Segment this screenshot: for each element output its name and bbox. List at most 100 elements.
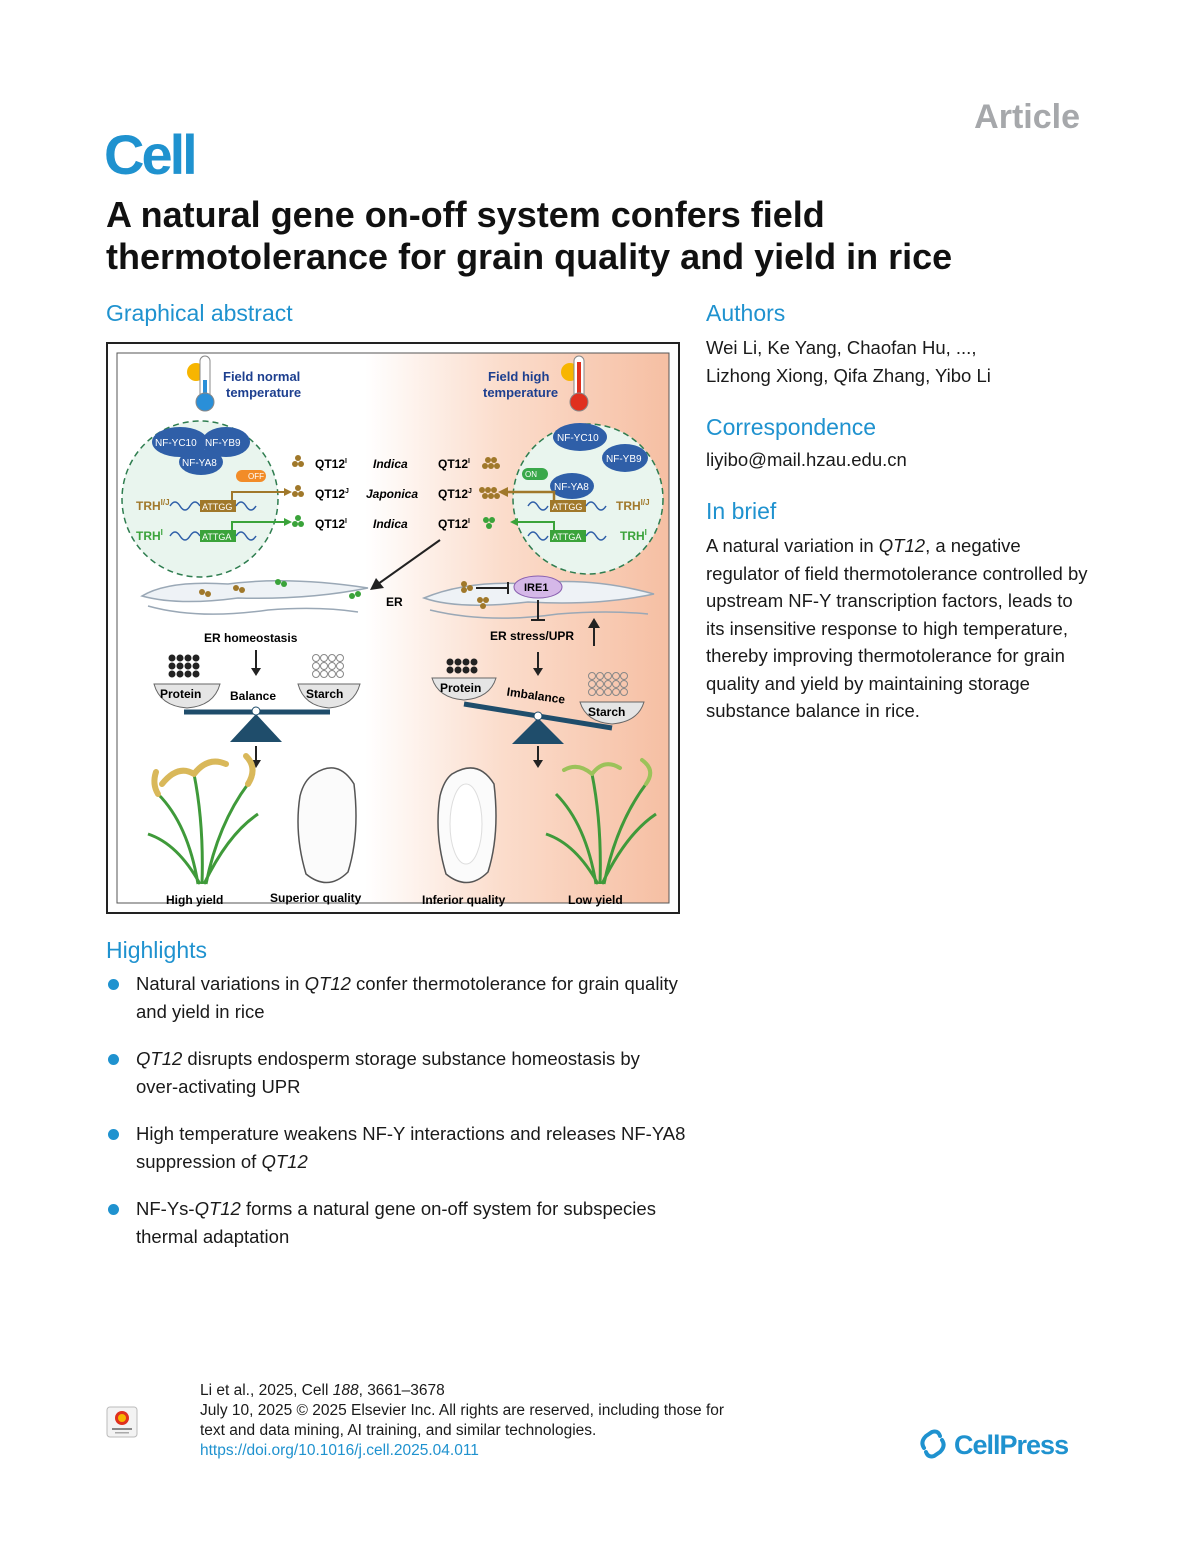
er-label: ER [386, 595, 403, 609]
bullet-dot-icon [108, 1204, 119, 1215]
left-condition-line2: temperature [226, 385, 301, 400]
off-switch-icon [236, 470, 266, 482]
attgg-left-box [200, 500, 236, 512]
sun-hot-thermometer-icon [561, 355, 589, 412]
svg-text:Starch: Starch [588, 705, 625, 719]
nf-yc10-right-label: NF-YC10 [557, 433, 599, 444]
ire1-label: IRE1 [524, 582, 548, 594]
citation-prefix: Li et al., 2025, Cell [200, 1382, 333, 1399]
in-brief-text-start: A natural variation in [706, 535, 879, 556]
left-condition-line1: Field normal [223, 369, 300, 384]
check-for-updates-icon [106, 1406, 138, 1438]
on-label: ON [525, 470, 537, 479]
citation-pages: , 3661–3678 [358, 1382, 445, 1399]
rice-plant-low-yield-icon [545, 758, 657, 885]
in-brief-gene: QT12 [878, 535, 926, 556]
attga-left: ATTGA [202, 532, 231, 542]
cellpress-link-icon [920, 1429, 946, 1459]
svg-text:QT12I: QT12I [315, 517, 347, 531]
authors-line-1[interactable]: Wei Li, Ke Yang, Chaofan Hu, ..., [706, 337, 977, 358]
journal-logo: Cell [104, 123, 198, 186]
highlight-item: Natural variations in QT12 confer thermo… [106, 970, 686, 1026]
attga-right-box [550, 530, 586, 542]
graphical-abstract-svg: Field normal temperature Field high temp… [116, 352, 670, 907]
cellpress-wordmark: CellPress [954, 1430, 1068, 1460]
right-promoter-arrow-indica [518, 521, 555, 530]
attgg-left: ATTGG [202, 502, 232, 512]
highlight-text-pre: Natural variations in [136, 973, 305, 994]
article-title: A natural gene on-off system confers fie… [106, 194, 953, 277]
attga-left-box [200, 530, 236, 542]
article-type-label: Article [974, 98, 1080, 136]
svg-text:Protein: Protein [160, 687, 201, 701]
bullet-dot-icon [108, 1054, 119, 1065]
copyright-line-1: July 10, 2025 © 2025 Elsevier Inc. All r… [200, 1402, 725, 1419]
bullet-dot-icon [108, 979, 119, 990]
on-switch-icon [522, 468, 548, 480]
highlight-item: NF-Ys-QT12 forms a natural gene on-off s… [106, 1195, 686, 1251]
citation-line: Li et al., 2025, Cell 188, 3661–3678 [200, 1381, 724, 1401]
svg-text:Balance: Balance [230, 689, 276, 703]
authors-line-2[interactable]: Lizhong Xiong, Qifa Zhang, Yibo Li [706, 364, 991, 386]
authors-list: Wei Li, Ke Yang, Chaofan Hu, ..., Lizhon… [706, 334, 1106, 389]
highlight-gene: QT12 [136, 1048, 183, 1069]
citation-footer: Li et al., 2025, Cell 188, 3661–3678 Jul… [200, 1381, 724, 1461]
bullet-dot-icon [108, 1129, 119, 1140]
correspondence-email[interactable]: liyibo@mail.hzau.edu.cn [706, 449, 907, 470]
nf-ya8-right [550, 473, 594, 499]
nf-ya8-left [179, 449, 223, 475]
check-for-updates-badge[interactable] [106, 1406, 138, 1438]
svg-text:Protein: Protein [440, 681, 481, 695]
left-promoter-arrow-indica [231, 521, 284, 530]
highlight-text-post: forms a natural gene on-off system for s… [136, 1198, 656, 1247]
qt12-row-2: QT12J Japonica QT12J [292, 485, 500, 501]
label-high-yield: High yield [166, 893, 223, 907]
right-condition-line2: temperature [483, 385, 558, 400]
svg-text:QT12J: QT12J [438, 487, 472, 501]
correspondence-heading: Correspondence [706, 414, 877, 440]
cellpress-logo[interactable]: CellPress [918, 1424, 1083, 1464]
highlights-heading: Highlights [106, 937, 207, 963]
cellpress-logo-svg: CellPress [920, 1429, 1069, 1460]
attgg-right-box [550, 500, 586, 512]
label-superior-quality: Superior quality [270, 891, 362, 905]
highlight-text-pre: High temperature weakens NF-Y interactio… [136, 1123, 686, 1172]
nf-ya8-right-label: NF-YA8 [554, 482, 589, 493]
svg-text:Indica: Indica [373, 517, 408, 531]
rice-grain-inferior-icon [437, 767, 497, 884]
svg-text:QT12I: QT12I [438, 457, 470, 471]
copyright-line-2: text and data mining, AI training, and s… [200, 1422, 597, 1439]
svg-text:Japonica: Japonica [366, 487, 418, 501]
highlight-item: High temperature weakens NF-Y interactio… [106, 1120, 686, 1176]
attga-right: ATTGA [552, 532, 581, 542]
nf-yb9-right-label: NF-YB9 [606, 454, 642, 465]
highlight-gene: QT12 [304, 973, 351, 994]
highlight-gene: QT12 [261, 1151, 308, 1172]
er-homeostasis-label: ER homeostasis [204, 631, 298, 645]
left-nucleus [121, 420, 279, 578]
in-brief-heading: In brief [706, 498, 777, 524]
right-promoter-arrow-japonica [508, 490, 556, 500]
nf-yb9-left-label: NF-YB9 [205, 438, 241, 449]
in-brief-text-end: , a negative regulator of field thermoto… [706, 535, 1088, 721]
rice-plant-high-yield-icon [147, 753, 259, 885]
svg-text:QT12I: QT12I [315, 457, 347, 471]
er-stress-label: ER stress/UPR [490, 629, 574, 643]
nf-ya8-left-label: NF-YA8 [182, 458, 217, 469]
right-condition-line1: Field high [488, 369, 549, 384]
nf-yc10-left-label: NF-YC10 [155, 438, 197, 449]
nf-yb9-left [202, 427, 250, 457]
label-low-yield: Low yield [568, 893, 623, 907]
qt12-row-1: QT12I Indica QT12I [292, 455, 500, 471]
highlight-text-post: disrupts endosperm storage substance hom… [136, 1048, 640, 1097]
off-label: OFF [248, 472, 264, 481]
attgg-right: ATTGG [552, 502, 582, 512]
highlight-gene: QT12 [194, 1198, 241, 1219]
highlight-text-pre: NF-Ys- [136, 1198, 195, 1219]
svg-text:QT12I: QT12I [438, 517, 470, 531]
balance-scale-right: Protein Starch Imbalance [431, 658, 645, 744]
nf-yc10-right [553, 423, 607, 451]
doi-link[interactable]: https://doi.org/10.1016/j.cell.2025.04.0… [200, 1442, 479, 1459]
nf-yc10-left [152, 427, 208, 457]
graphical-abstract-figure: Field normal temperature Field high temp… [106, 342, 680, 914]
